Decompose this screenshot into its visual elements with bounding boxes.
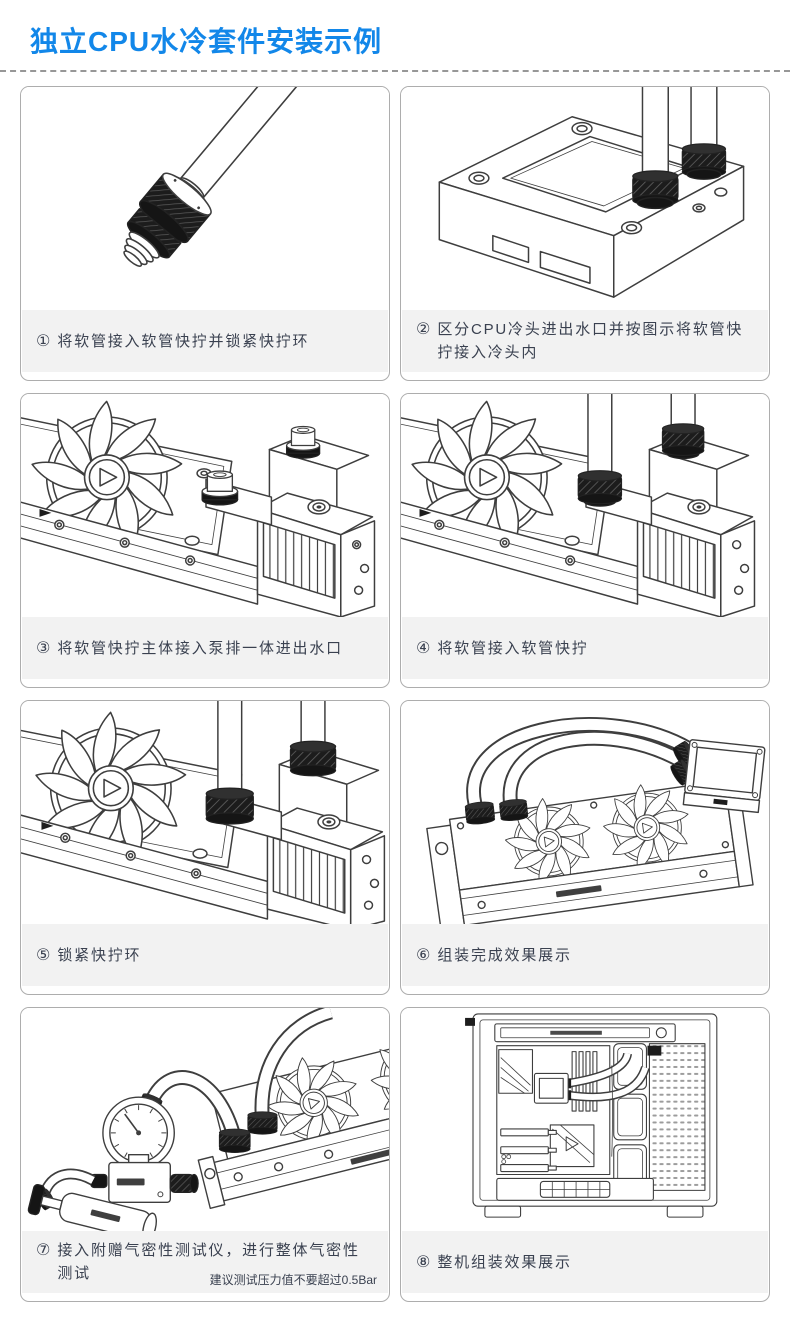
step-panel-3: ③ 将软管快拧主体接入泵排一体进出水口 [20,393,390,688]
caption-row: ④ 将软管接入软管快拧 [416,637,589,660]
lock-rings-drawing [21,701,386,924]
caption-row: ⑥ 组装完成效果展示 [416,944,572,967]
dashed-divider [0,70,790,72]
step-grid: ① 将软管接入软管快拧并锁紧快拧环 [0,72,790,1322]
step-caption-text: 组装完成效果展示 [437,946,572,964]
step-number-badge: ① [36,332,51,350]
step-3-caption: ③ 将软管快拧主体接入泵排一体进出水口 [22,617,388,679]
step-panel-2: ② 区分CPU冷头进出水口并按图示将软管快拧接入冷头内 [400,86,770,381]
step-number-badge: ④ [416,639,431,657]
step-3-illustration [21,394,389,617]
pc-case-drawing [465,1013,718,1218]
step-5-caption: ⑤ 锁紧快拧环 [22,924,388,986]
cpu-block-drawing [438,87,745,298]
step-number-badge: ⑧ [416,1253,431,1271]
step-caption-text: 将软管接入软管快拧并锁紧快拧环 [57,332,310,350]
step-caption-text: 将软管快拧主体接入泵排一体进出水口 [57,639,343,657]
caption-row: ③ 将软管快拧主体接入泵排一体进出水口 [36,637,343,660]
section-title: 独立CPU水冷套件安装示例 [30,26,383,57]
caption-row: ⑦ 接入附赠气密性测试仪，进行整体气密性测试 [36,1239,372,1285]
step-7-caption: ⑦ 接入附赠气密性测试仪，进行整体气密性测试 建议测试压力值不要超过0.5Bar [22,1231,388,1293]
step-6-caption: ⑥ 组装完成效果展示 [402,924,768,986]
pressure-tester-drawing [27,1008,389,1231]
pressure-warning-note: 建议测试压力值不要超过0.5Bar [209,1273,377,1287]
step-1-caption: ① 将软管接入软管快拧并锁紧快拧环 [22,310,388,372]
tubes-into-fittings-drawing [401,394,756,617]
step-4-caption: ④ 将软管接入软管快拧 [402,617,768,679]
step-caption-text: 整机组装效果展示 [437,1253,572,1271]
step-panel-7: ⑦ 接入附赠气密性测试仪，进行整体气密性测试 建议测试压力值不要超过0.5Bar [20,1007,390,1302]
step-number-badge: ⑥ [416,946,431,964]
step-panel-1: ① 将软管接入软管快拧并锁紧快拧环 [20,86,390,381]
step-2-illustration [401,87,769,310]
step-number-badge: ⑤ [36,946,51,964]
step-8-illustration [401,1008,769,1231]
step-2-caption: ② 区分CPU冷头进出水口并按图示将软管快拧接入冷头内 [402,310,768,372]
step-caption-text: 锁紧快拧环 [57,946,142,964]
step-panel-8: ⑧ 整机组装效果展示 [400,1007,770,1302]
caption-row: ② 区分CPU冷头进出水口并按图示将软管快拧接入冷头内 [416,318,752,364]
step-4-illustration [401,394,769,617]
caption-row: ⑤ 锁紧快拧环 [36,944,141,967]
step-6-illustration [401,701,769,924]
step-5-illustration [21,701,389,924]
pump-radiator-drawing [21,394,376,617]
step-1-illustration [21,87,389,310]
assembled-kit-drawing [426,717,766,924]
tube-fitting-drawing [123,87,349,267]
step-8-caption: ⑧ 整机组装效果展示 [402,1231,768,1293]
caption-row: ① 将软管接入软管快拧并锁紧快拧环 [36,330,309,353]
step-caption-text: 接入附赠气密性测试仪，进行整体气密性测试 [57,1242,360,1282]
step-7-illustration [21,1008,389,1231]
step-number-badge: ⑦ [36,1242,51,1259]
step-number-badge: ② [416,321,431,338]
step-caption-text: 将软管接入软管快拧 [437,639,589,657]
caption-row: ⑧ 整机组装效果展示 [416,1251,572,1274]
step-panel-6: ⑥ 组装完成效果展示 [400,700,770,995]
step-panel-5: ⑤ 锁紧快拧环 [20,700,390,995]
step-number-badge: ③ [36,639,51,657]
step-caption-text: 区分CPU冷头进出水口并按图示将软管快拧接入冷头内 [437,321,744,361]
step-panel-4: ④ 将软管接入软管快拧 [400,393,770,688]
